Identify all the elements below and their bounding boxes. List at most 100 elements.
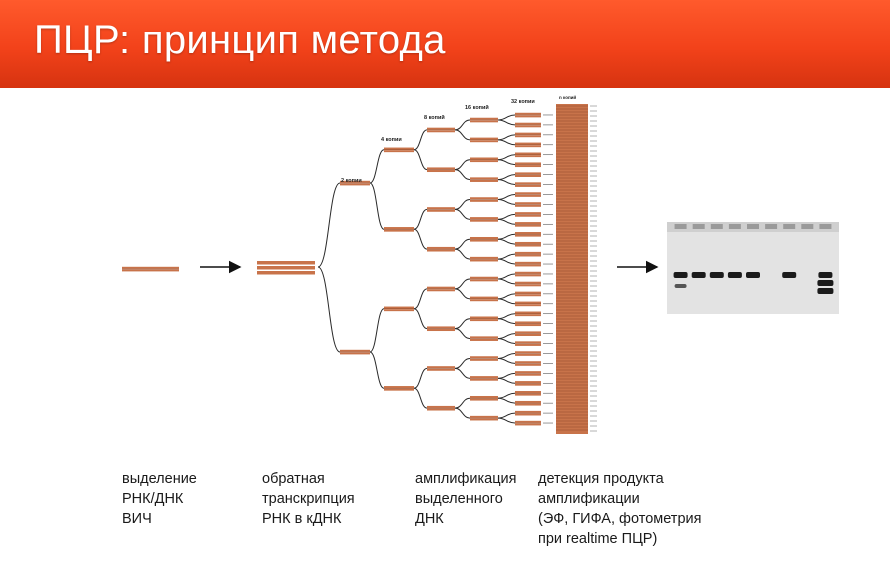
copy-l4-27 [515, 381, 541, 386]
branch-l3-5 [454, 208, 471, 220]
cycle-label-4: 4 копии [381, 137, 402, 143]
copy-l4-29 [515, 400, 541, 406]
gel-well-6 [783, 224, 796, 229]
branch-l4-27 [497, 377, 516, 384]
branch-l2-4 [413, 288, 428, 310]
copy-l4-13 [515, 241, 541, 247]
branch-l1-0 [369, 149, 385, 184]
copy-l3-0 [470, 117, 498, 123]
copy-l1-0 [384, 147, 414, 153]
branch-l4-24 [497, 352, 516, 359]
branch-l3-9 [454, 288, 471, 300]
branch-l4-21 [497, 318, 516, 325]
copy-l3-10 [470, 316, 498, 322]
branch-l4-4 [497, 154, 516, 161]
copy-l1-1 [384, 227, 414, 232]
branch-l3-14 [454, 397, 471, 409]
copy-l4-3 [515, 142, 541, 148]
branch-l2-3 [413, 228, 428, 250]
copy-l3-6 [470, 236, 498, 242]
copy-l2-6 [427, 366, 455, 371]
copy-l3-12 [470, 356, 498, 361]
stage-label-extraction: выделение РНК/ДНК ВИЧ [122, 471, 197, 527]
branch-l3-0 [454, 119, 471, 131]
branch-l1-1 [369, 182, 385, 230]
gel-well-8 [819, 224, 832, 229]
branch-l4-1 [497, 119, 516, 126]
branch-l4-15 [497, 258, 516, 265]
branch-l3-8 [454, 278, 471, 290]
copy-l3-8 [470, 276, 498, 282]
branch-l4-19 [497, 298, 516, 305]
copy-l0-0 [340, 180, 370, 186]
gel-well-4 [747, 224, 759, 229]
copy-l3-14 [470, 395, 498, 401]
copy-l4-26 [515, 371, 541, 376]
branch-l3-15 [454, 407, 471, 419]
copy-l4-12 [515, 232, 541, 237]
copy-l4-4 [515, 152, 541, 158]
branch-l2-7 [413, 387, 428, 409]
branch-l2-1 [413, 149, 428, 171]
stage-label-reverse-transcription: обратная транскрипция РНК в кДНК [262, 471, 355, 527]
copy-l3-15 [470, 415, 498, 421]
copy-l3-7 [470, 256, 498, 262]
copy-l4-21 [515, 321, 541, 327]
branch-root-1 [317, 266, 341, 353]
copy-l4-31 [515, 420, 541, 426]
copy-l0-1 [340, 349, 370, 355]
copy-l4-7 [515, 182, 541, 187]
copy-l4-30 [515, 410, 541, 416]
branch-l3-10 [454, 318, 471, 330]
gel-well-1 [692, 224, 705, 229]
page-title: ПЦР: принцип метода [34, 18, 446, 62]
gel-well-3 [728, 224, 741, 229]
cycle-labels: 2 копии 4 копии 8 копий 16 копий 32 копи… [341, 94, 576, 184]
branch-l1-3 [369, 351, 385, 389]
branch-l2-5 [413, 308, 428, 330]
branch-l4-25 [497, 357, 516, 364]
cycle-label-2: 2 копии [341, 178, 362, 184]
branch-l4-12 [497, 233, 516, 240]
copy-l4-10 [515, 212, 541, 217]
copy-l4-0 [515, 112, 541, 118]
branch-l1-2 [369, 308, 385, 353]
branch-root-0 [317, 182, 341, 268]
branch-l4-2 [497, 134, 516, 141]
copy-l1-3 [384, 386, 414, 391]
branch-l2-6 [413, 367, 428, 389]
cycle-label-n: n копий [559, 94, 576, 100]
branch-l4-9 [497, 198, 516, 205]
copy-l4-25 [515, 361, 541, 366]
branch-l4-11 [497, 218, 516, 225]
branch-l3-7 [454, 248, 471, 260]
copy-l4-6 [515, 172, 541, 177]
copy-l3-5 [470, 217, 498, 222]
copy-l2-5 [427, 326, 455, 332]
gel-band-1 [691, 272, 706, 278]
copy-l2-7 [427, 405, 455, 411]
copy-l3-1 [470, 137, 498, 143]
gel-band-extra-8b [817, 288, 834, 294]
stage-label-amplification: амплификация выделенного ДНК [415, 471, 517, 527]
branch-l4-3 [497, 139, 516, 146]
copy-l4-11 [515, 222, 541, 227]
gel-band-8 [818, 272, 833, 278]
branch-l3-4 [454, 198, 471, 210]
branch-l4-8 [497, 193, 516, 200]
gel-background [667, 222, 839, 314]
gel-well-2 [710, 224, 723, 229]
branch-l3-2 [454, 159, 471, 171]
cycle-label-16: 16 копий [465, 104, 489, 111]
branch-l3-3 [454, 169, 471, 181]
gel-band-2 [709, 272, 724, 278]
gel-band-4 [746, 272, 760, 278]
copy-l2-4 [427, 286, 455, 292]
branch-l4-22 [497, 333, 516, 340]
copy-l4-18 [515, 291, 541, 297]
pcr-diagram: 2 копии 4 копии 8 копий 16 копий 32 копи… [122, 94, 839, 434]
copy-l2-3 [427, 246, 455, 252]
branch-l4-17 [497, 278, 516, 285]
copy-l4-5 [515, 162, 541, 168]
copy-l3-4 [470, 197, 498, 202]
